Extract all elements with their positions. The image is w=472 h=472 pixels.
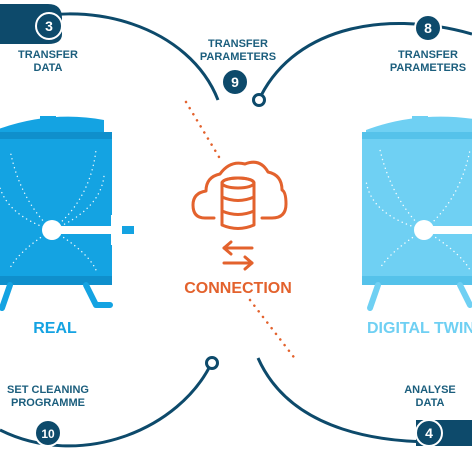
step-10-label-line1: SET CLEANING xyxy=(7,384,89,396)
step-3-label-line1: TRANSFER xyxy=(18,49,78,61)
digital-twin-machine xyxy=(362,116,472,311)
step-3-number: 3 xyxy=(45,18,53,34)
arc-end-ring-bottom xyxy=(205,356,219,370)
step-10-badge: 10 xyxy=(34,419,62,447)
step-10-label-line2: PROGRAMME xyxy=(11,397,85,409)
dotted-connector-bottom xyxy=(248,298,298,362)
connection-label: CONNECTION xyxy=(184,280,292,297)
step-4-number: 4 xyxy=(425,425,433,441)
step-8-label-line1: TRANSFER xyxy=(398,49,458,61)
step-9-number: 9 xyxy=(231,74,239,90)
arc-end-ring-top xyxy=(252,93,266,107)
step-9-label-line1: TRANSFER xyxy=(208,38,268,50)
step-3-label-line2: DATA xyxy=(34,62,63,74)
dotted-connector-top xyxy=(184,100,224,164)
cloud-database-icon xyxy=(191,160,288,230)
real-machine xyxy=(0,116,134,311)
step-4-badge: 4 xyxy=(415,419,472,447)
step-10-number: 10 xyxy=(41,427,55,441)
digital-twin-label: DIGITAL TWIN xyxy=(367,320,472,337)
step-9-label-line2: PARAMETERS xyxy=(200,51,276,63)
sync-arrows-icon xyxy=(222,240,254,271)
real-label: REAL xyxy=(33,320,77,337)
step-8-label-line2: PARAMETERS xyxy=(390,62,466,74)
step-3-badge: 3 xyxy=(0,4,63,44)
step-8-number: 8 xyxy=(424,20,432,36)
step-4-label-line1: ANALYSE xyxy=(404,384,456,396)
step-8-badge: 8 xyxy=(414,14,442,42)
step-9-badge: 9 xyxy=(221,68,249,96)
arc-bottom-left xyxy=(0,361,214,448)
step-4-label-line2: DATA xyxy=(416,397,445,409)
